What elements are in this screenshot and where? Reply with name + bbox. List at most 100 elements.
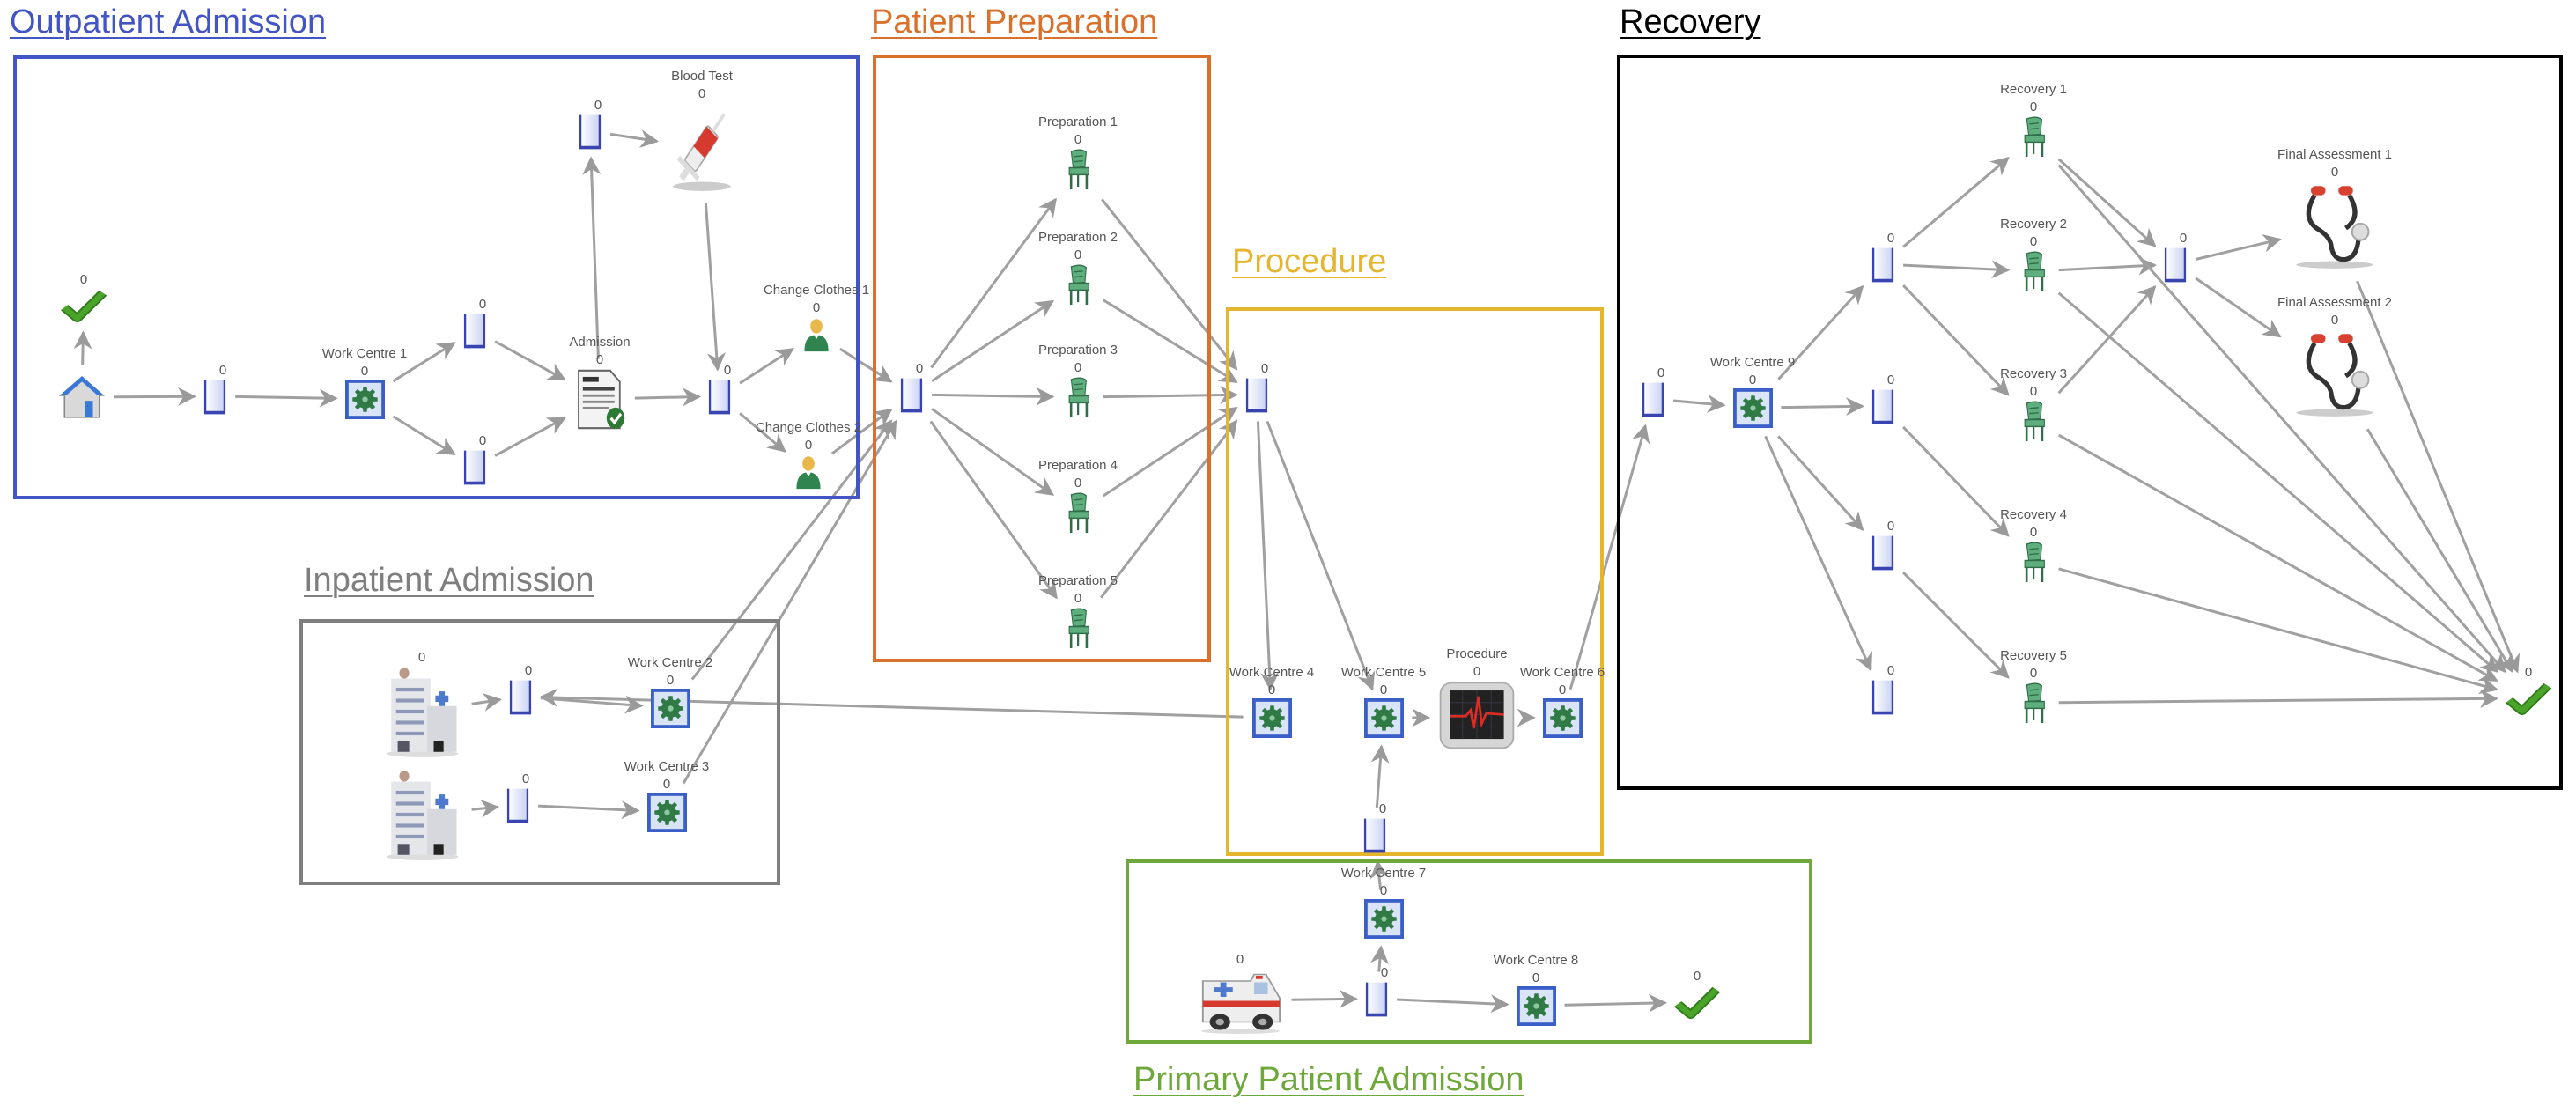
document-icon[interactable] [573, 368, 626, 431]
node-count: 0 [478, 296, 487, 312]
edge-change2-to-prep_q [830, 408, 893, 455]
queue-icon[interactable] [1642, 381, 1664, 417]
node-count: 0 [521, 771, 530, 786]
edge-rec2-to-fa_q [2058, 256, 2157, 276]
node-label: Recovery 5 [2000, 647, 2067, 663]
edge-rec_qa-to-rec2 [1903, 260, 2011, 279]
queue-icon[interactable] [1871, 535, 1894, 571]
edge-in_start2-to-in_q2 [471, 799, 499, 818]
queue-icon[interactable] [1365, 981, 1388, 1017]
node-count: 0 [1532, 970, 1540, 985]
node-count: 0 [1380, 964, 1389, 980]
queue-icon[interactable] [1871, 247, 1894, 283]
chair-icon[interactable] [1062, 148, 1095, 191]
edge-prep2-to-proc_q [1102, 299, 1238, 384]
node-label: Work Centre 6 [1519, 664, 1605, 680]
queue-icon[interactable] [2164, 247, 2187, 283]
exit-icon[interactable] [60, 288, 107, 324]
node-label: Change Clothes 2 [755, 419, 862, 435]
queue-icon[interactable] [463, 313, 486, 349]
person-icon[interactable] [793, 454, 823, 490]
edge-wc9-to-rec_qd [1764, 435, 1872, 672]
queue-icon[interactable] [1871, 388, 1894, 424]
node-count: 0 [478, 432, 487, 448]
node-label: Preparation 4 [1037, 457, 1118, 473]
node-count: 0 [1379, 882, 1388, 898]
node-count: 0 [666, 672, 675, 688]
workcentre-icon[interactable] [646, 792, 687, 832]
edge-prep_q-to-prep5 [929, 420, 1058, 600]
edge-prep_q-to-prep2 [931, 299, 1055, 382]
workcentre-icon[interactable] [650, 688, 690, 728]
edge-prep1-to-proc_q [1101, 198, 1238, 371]
edge-rec_q0-to-wc9 [1672, 394, 1726, 413]
chair-icon[interactable] [1062, 607, 1095, 650]
node-label: Preparation 2 [1037, 229, 1118, 245]
chair-icon[interactable] [2018, 541, 2050, 584]
workcentre-icon[interactable] [344, 379, 385, 419]
chair-icon[interactable] [1062, 263, 1095, 306]
queue-icon[interactable] [1245, 377, 1268, 413]
syringe-icon[interactable] [666, 102, 738, 194]
workcentre-icon[interactable] [1516, 985, 1556, 1026]
home-icon[interactable] [58, 374, 106, 420]
chair-icon[interactable] [2018, 682, 2050, 725]
node-count: 0 [1473, 664, 1481, 679]
node-count: 0 [1886, 518, 1895, 534]
chair-icon[interactable] [1062, 376, 1095, 419]
edge-wc9-to-rec_qb [1781, 397, 1864, 417]
exit-icon[interactable] [2505, 681, 2552, 717]
queue-icon[interactable] [463, 449, 486, 485]
group-title-outpatient: Outpatient Admission [10, 4, 327, 41]
node-label: Recovery 2 [2000, 216, 2067, 232]
edge-proc_q-to-wc4 [1256, 421, 1280, 691]
workcentre-icon[interactable] [1363, 898, 1404, 939]
workcentre-icon[interactable] [1363, 697, 1404, 738]
node-count: 0 [812, 299, 821, 315]
edge-prep_q-to-prep1 [930, 197, 1057, 369]
edge-in_start1-to-in_q1 [471, 692, 502, 712]
stethoscope-icon[interactable] [2289, 181, 2380, 272]
node-count: 0 [1236, 951, 1244, 967]
workcentre-icon[interactable] [1542, 697, 1583, 738]
edge-wc9-to-rec_qc [1777, 435, 1864, 531]
stethoscope-icon[interactable] [2289, 328, 2380, 420]
chair-icon[interactable] [2018, 115, 2050, 159]
queue-icon[interactable] [203, 379, 226, 415]
node-label: Work Centre 4 [1229, 664, 1315, 680]
queue-icon[interactable] [708, 379, 731, 415]
node-count: 0 [723, 362, 732, 378]
edge-op_start-to-op_exit [73, 330, 92, 365]
node-label: Procedure [1446, 646, 1508, 661]
edge-op_q5-to-blood_test [609, 129, 660, 148]
edge-prep_q-to-prep3 [932, 387, 1055, 406]
chair-icon[interactable] [2018, 400, 2050, 443]
queue-icon[interactable] [579, 114, 602, 150]
queue-icon[interactable] [900, 377, 923, 413]
edge-op_q4-to-change2 [739, 412, 786, 453]
node-count: 0 [1886, 372, 1895, 387]
exit-icon[interactable] [1673, 985, 1721, 1021]
ambulance-icon[interactable] [1198, 968, 1283, 1034]
person-icon[interactable] [801, 316, 831, 352]
workcentre-icon[interactable] [1251, 697, 1292, 738]
hospital-icon[interactable] [381, 666, 463, 757]
node-count: 0 [1558, 682, 1567, 697]
queue-icon[interactable] [509, 679, 532, 715]
queue-icon[interactable] [1363, 817, 1386, 853]
chair-icon[interactable] [1062, 491, 1095, 535]
edge-wc9-to-rec_qa [1777, 284, 1864, 380]
node-count: 0 [1074, 131, 1082, 147]
queue-icon[interactable] [506, 787, 529, 823]
workcentre-icon[interactable] [1732, 387, 1773, 428]
chair-icon[interactable] [2018, 250, 2050, 293]
node-label: Work Centre 5 [1340, 664, 1427, 680]
group-box-recovery [1617, 55, 2563, 790]
group-box-outpatient [13, 55, 860, 499]
queue-icon[interactable] [1871, 679, 1894, 715]
hospital-icon[interactable] [381, 769, 463, 860]
monitor-icon[interactable] [1437, 680, 1517, 756]
edge-proc_q2-to-wc5 [1370, 744, 1390, 808]
